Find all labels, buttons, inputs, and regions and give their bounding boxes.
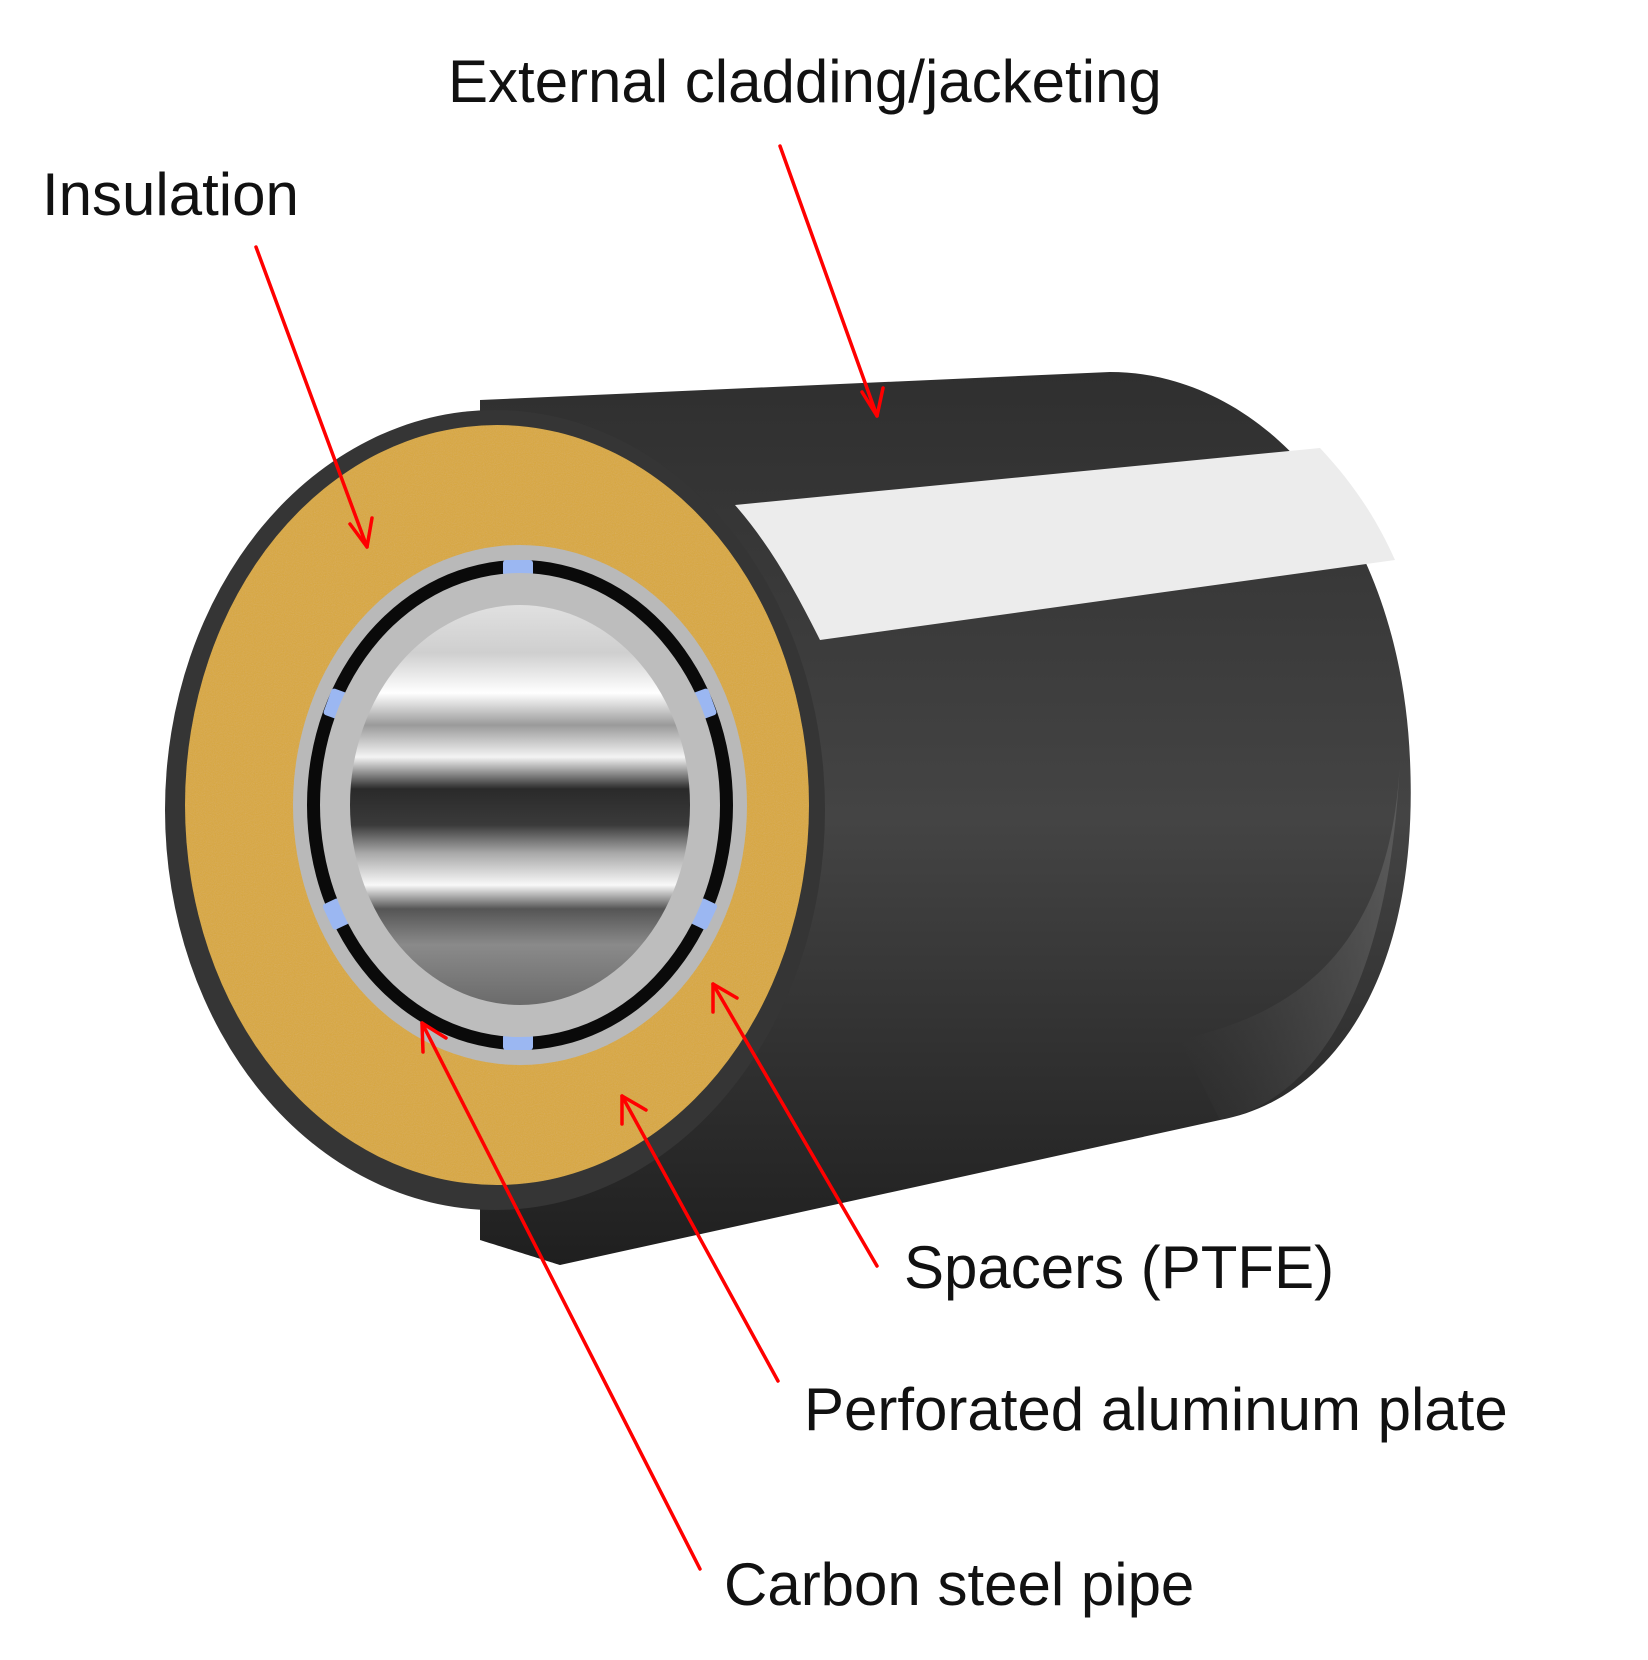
arrow-spacers [711,982,879,1268]
arrow-perforated-plate [620,1094,780,1383]
spacer-icon [690,898,718,930]
label-perforated-plate: Perforated aluminum plate [804,1376,1508,1443]
leader-arrows [254,144,885,1571]
label-external-cladding: External cladding/jacketing [448,48,1162,115]
arrow-carbon-steel-pipe [420,1021,702,1571]
spacer-icon [503,1034,533,1050]
arrow-external-cladding [778,144,879,418]
spacer-icon [322,898,350,930]
label-spacers: Spacers (PTFE) [904,1234,1335,1301]
pipe-bore [350,605,690,1005]
ptfe-spacers [322,560,718,1050]
label-carbon-steel-pipe: Carbon steel pipe [724,1551,1195,1618]
label-insulation: Insulation [42,161,299,228]
jacket-highlight-band [735,448,1395,640]
spacer-icon [503,560,533,576]
arrow-insulation [254,245,369,549]
